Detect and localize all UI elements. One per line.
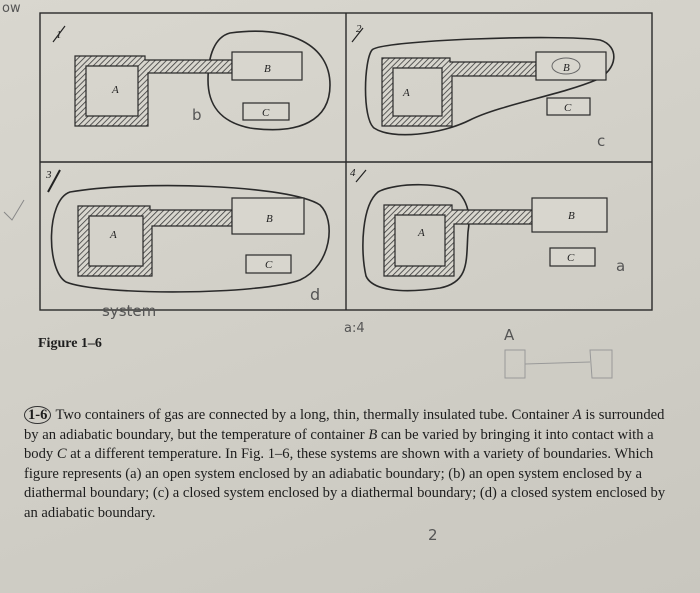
panel-4: 4 A B C a (350, 167, 625, 292)
panel-4-container-a (383, 204, 533, 277)
problem-seg-4: at a different temperature. In Fig. 1–6,… (24, 446, 666, 521)
figure-frame (39, 12, 653, 311)
panel-1-label-c: C (262, 107, 270, 119)
panel-3-number: 3 (45, 169, 52, 181)
panel-4-boundary (362, 183, 470, 292)
panel-4-label-c: C (567, 252, 575, 264)
handwritten-b: b (192, 106, 202, 124)
problem-var-c: C (56, 446, 67, 463)
problem-seg-1: Two containers of gas are connected by a… (55, 407, 573, 423)
handwritten-after: 2 (428, 526, 438, 544)
panel-1-label-a: A (111, 84, 119, 96)
panel-2-number: 2 (356, 23, 362, 35)
panel-2: 2 A B C c (351, 23, 615, 150)
problem-var-b: B (368, 426, 378, 443)
panel-2-boundary (364, 36, 615, 136)
figure-caption: Figure 1–6 (38, 336, 102, 351)
problem-seg-3: can be varied by bringing it into contac… (24, 426, 654, 463)
margin-checkmark (3, 199, 25, 221)
panel-3-boundary (50, 184, 330, 293)
panel-1-label-b: B (264, 63, 271, 75)
problem-var-a: A (572, 407, 582, 423)
panel-2-label-c: C (564, 102, 572, 114)
problem-seg-2: is surrounded by an adiabatic boundary, … (24, 407, 665, 443)
handwritten-sketch-label: A (504, 326, 515, 344)
panel-3-label-a: A (109, 229, 117, 241)
panel-4-number: 4 (350, 167, 356, 179)
handwritten-c: c (597, 132, 605, 150)
handwritten-answer: a:4 (344, 321, 365, 336)
panel-3-container-a (77, 205, 233, 277)
panel-3-label-c: C (265, 259, 273, 271)
panel-2-label-a: A (402, 87, 410, 99)
handwritten-sketch (504, 349, 613, 379)
panel-4-label-a: A (417, 227, 425, 239)
panel-3: 3 A B C d system (45, 169, 330, 320)
panel-3-label-b: B (266, 213, 273, 225)
problem-number: 1-6 (24, 406, 52, 424)
handwritten-a: a (616, 257, 625, 275)
panel-1-container-a (74, 55, 233, 127)
handwritten-corner: ow (2, 1, 21, 16)
handwritten-system: system (102, 302, 156, 320)
handwritten-d: d (310, 285, 320, 304)
panel-2-label-b: B (563, 62, 570, 74)
panel-4-label-b: B (568, 210, 575, 222)
panel-1: 1 A B C b (52, 25, 331, 131)
